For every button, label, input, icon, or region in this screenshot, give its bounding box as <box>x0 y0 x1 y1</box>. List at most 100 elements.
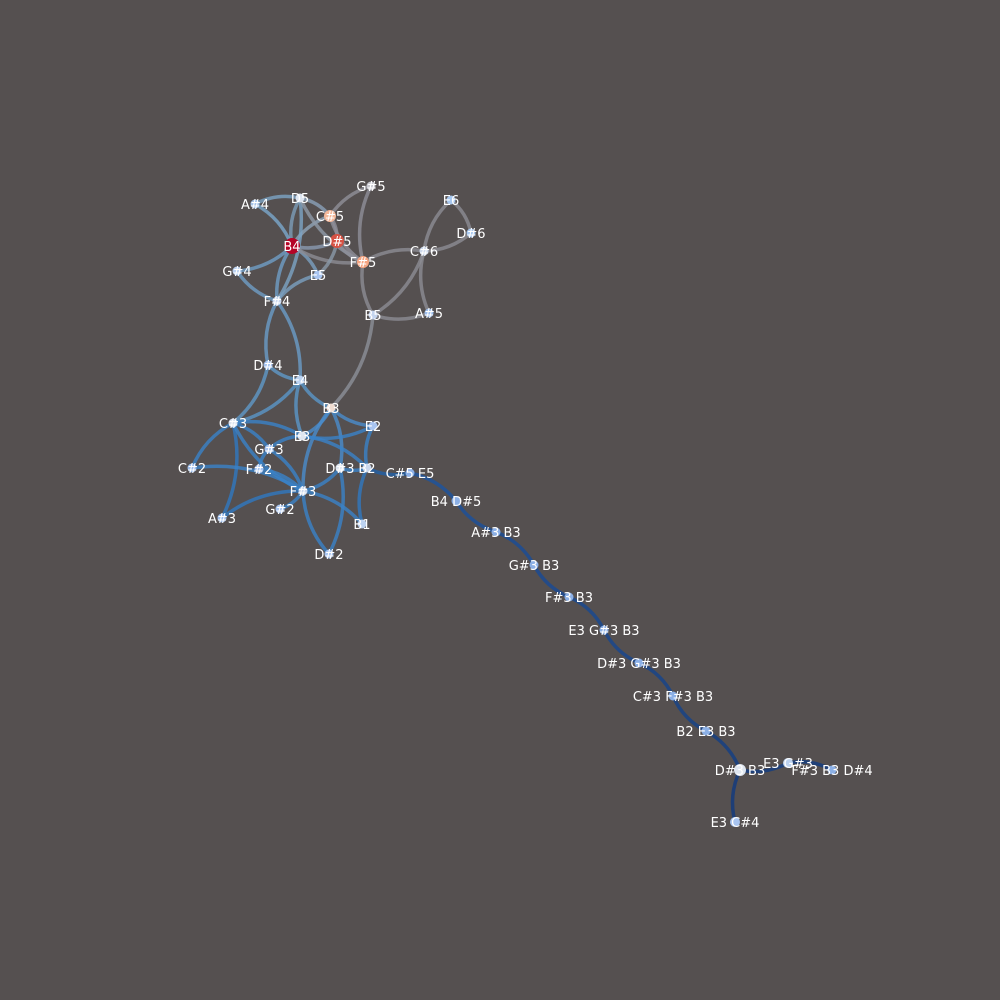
node-csharp6 <box>419 246 429 256</box>
node-asharp3 <box>217 513 227 523</box>
node-label-gsharp5: G#5 <box>356 180 385 195</box>
edge-csharp2-to-fsharp3 <box>190 464 305 493</box>
node-label-fsharp3: F#3 <box>290 485 317 500</box>
edge-csharp5-e5-to-b4-dsharp5 <box>408 471 458 503</box>
node-label-b3: B3 <box>322 402 339 417</box>
node-e5 <box>313 270 323 280</box>
node-dsharp3-gsharp3-b3 <box>634 658 644 668</box>
node-label-csharp3-fsharp3-b3: C#3 F#3 B3 <box>633 690 713 705</box>
edge-dsharp4-to-csharp3 <box>231 363 270 425</box>
node-dsharp5 <box>330 234 344 248</box>
node-fsharp2 <box>254 464 264 474</box>
node-d5 <box>295 193 305 203</box>
node-gsharp3-b3 <box>529 560 539 570</box>
node-label-dsharp3-gsharp3-b3: D#3 G#3 B3 <box>597 657 681 672</box>
graph-nodes <box>187 181 837 827</box>
node-b4-dsharp5 <box>451 496 461 506</box>
node-label-d5: D5 <box>291 192 309 207</box>
node-csharp3 <box>228 418 238 428</box>
edge-csharp3-to-csharp2 <box>190 421 235 470</box>
edge-csharp6-to-b5 <box>371 249 426 317</box>
node-b4 <box>284 238 300 254</box>
node-label-e6: E6 <box>443 194 460 209</box>
node-label-fsharp3-b3-dsharp4: F#3 B3 D#4 <box>791 764 872 779</box>
node-fsharp3 <box>298 486 308 496</box>
node-label-asharp4: A#4 <box>241 198 269 213</box>
node-label-dsharp3-b3: D#3 B3 <box>715 764 766 779</box>
node-label-fsharp3-b3: F#3 B3 <box>545 591 593 606</box>
node-label-dsharp4: D#4 <box>253 359 282 374</box>
edge-e3-to-e2 <box>300 424 375 441</box>
node-gsharp4 <box>232 266 242 276</box>
node-e3-gsharp3-b3 <box>599 625 609 635</box>
edge-b5-to-b3 <box>329 313 375 410</box>
node-label-e3-gsharp3-b3: E3 G#3 B3 <box>568 624 639 639</box>
node-label-csharp6: C#6 <box>410 245 438 260</box>
node-label-e3-gsharp3: E3 G#3 <box>763 757 813 772</box>
node-label-fsharp4: F#4 <box>264 295 291 310</box>
node-label-gsharp2: G#2 <box>265 503 294 518</box>
node-dsharp3-b3 <box>734 764 746 776</box>
node-e3-gsharp3 <box>783 758 793 768</box>
node-label-fsharp5: F#5 <box>350 256 377 271</box>
edge-gsharp3-to-fsharp3 <box>267 447 305 493</box>
node-label-b1: B1 <box>353 518 370 533</box>
edge-fsharp3-to-asharp3 <box>220 489 305 520</box>
node-asharp4 <box>250 199 260 209</box>
node-label-e2: E2 <box>365 420 382 435</box>
node-b2 <box>362 463 372 473</box>
edge-csharp6-to-e6 <box>422 198 453 253</box>
node-b5 <box>368 310 378 320</box>
node-fsharp4 <box>272 296 282 306</box>
edge-csharp3-to-asharp3 <box>220 421 239 520</box>
edge-b5-to-asharp5 <box>371 311 431 321</box>
node-label-dsharp6: D#6 <box>456 227 485 242</box>
node-label-csharp2: C#2 <box>178 462 206 477</box>
node-label-e3: E3 <box>294 430 311 445</box>
node-label-b4-dsharp5: B4 D#5 <box>431 495 482 510</box>
node-csharp5 <box>324 210 336 222</box>
node-e4 <box>295 375 305 385</box>
node-csharp5-e5 <box>405 468 415 478</box>
edge-fsharp4-to-dsharp4 <box>264 299 279 367</box>
node-label-csharp5-e5: C#5 E5 <box>386 467 435 482</box>
node-label-csharp5: C#5 <box>316 210 344 225</box>
node-b2-e3-b3 <box>701 726 711 736</box>
node-label-asharp5: A#5 <box>415 307 443 322</box>
node-e2 <box>368 421 378 431</box>
node-label-dsharp2: D#2 <box>314 548 343 563</box>
node-label-b2-e3-b3: B2 E3 B3 <box>676 725 735 740</box>
node-b1 <box>357 519 367 529</box>
edge-dsharp3-to-dsharp2 <box>327 466 345 556</box>
node-dsharp2 <box>324 549 334 559</box>
node-csharp3-fsharp3-b3 <box>668 691 678 701</box>
node-asharp3-b3 <box>491 527 501 537</box>
node-asharp5 <box>424 308 434 318</box>
edge-b3-to-fsharp3 <box>301 406 333 493</box>
node-fsharp3-b3 <box>564 592 574 602</box>
node-fsharp5 <box>357 256 369 268</box>
node-dsharp6 <box>466 228 476 238</box>
node-gsharp2 <box>275 504 285 514</box>
node-b3 <box>326 403 336 413</box>
node-label-gsharp3: G#3 <box>254 443 283 458</box>
edge-gsharp5-to-fsharp5 <box>357 184 373 264</box>
node-label-fsharp2: F#2 <box>246 463 273 478</box>
edge-csharp3-to-e3 <box>231 419 304 438</box>
node-label-gsharp3-b3: G#3 B3 <box>509 559 560 574</box>
node-label-b5: B5 <box>364 309 381 324</box>
node-fsharp3-b3-dsharp4 <box>827 765 837 775</box>
node-label-asharp3-b3: A#3 B3 <box>471 526 520 541</box>
node-dsharp3 <box>335 463 345 473</box>
node-label-csharp3: C#3 <box>219 417 247 432</box>
node-e3 <box>297 431 307 441</box>
node-label-dsharp3: D#3 <box>325 462 354 477</box>
edge-e4-to-e3 <box>294 378 304 438</box>
node-csharp2 <box>187 463 197 473</box>
node-dsharp4 <box>263 360 273 370</box>
node-label-b2: B2 <box>358 462 375 477</box>
edge-b2-to-b1 <box>357 466 369 526</box>
node-label-e4: E4 <box>292 374 309 389</box>
